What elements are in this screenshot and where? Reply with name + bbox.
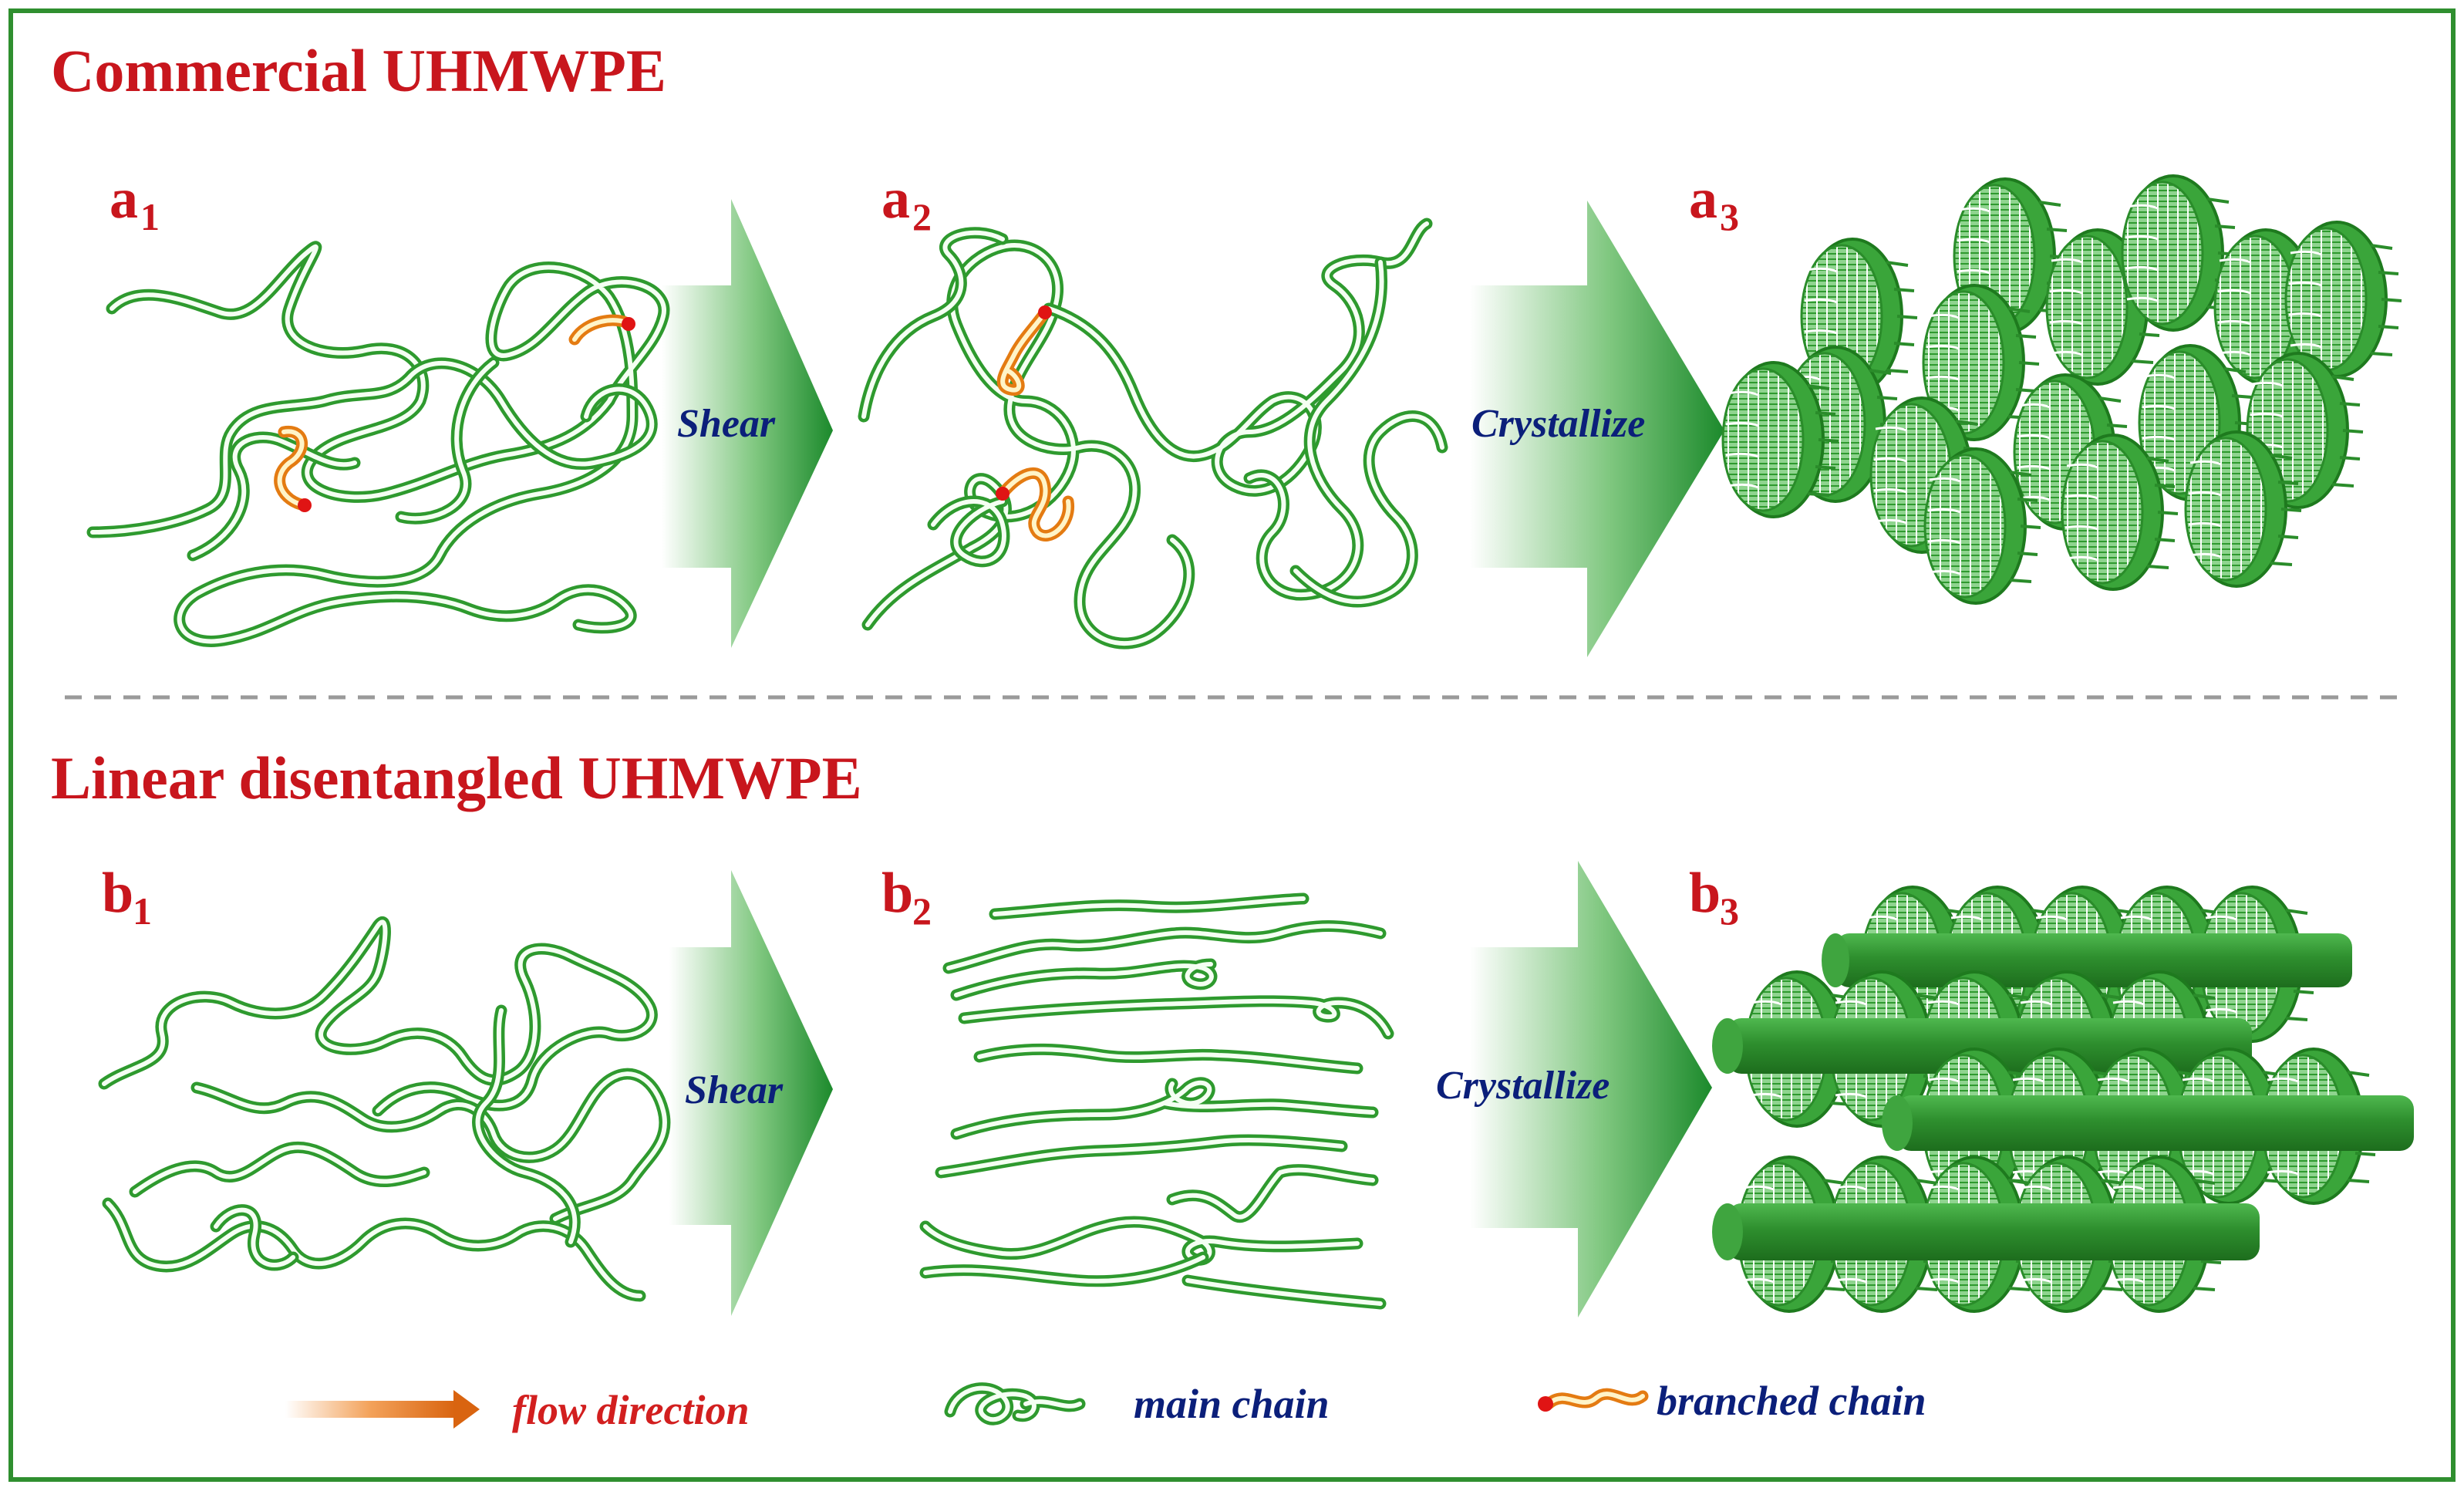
svg-text:a: a [881, 167, 910, 231]
panel-b3-shish-kebab [1712, 886, 2414, 1313]
panel-b1-chains [98, 916, 671, 1302]
panel-label-a3: a 3 [1689, 167, 1739, 238]
svg-text:3: 3 [1720, 889, 1739, 933]
svg-text:1: 1 [133, 889, 152, 933]
svg-text:2: 2 [912, 889, 932, 933]
svg-text:Shear: Shear [677, 402, 776, 446]
svg-text:b: b [102, 862, 133, 925]
svg-text:main chain: main chain [1134, 1381, 1330, 1427]
figure-frame [8, 8, 2456, 1482]
panel-label-b3: b 3 [1689, 862, 1739, 933]
legend-branched-chain: branched chain [1538, 1378, 1926, 1424]
arrow-shear-top: Shear [662, 199, 833, 648]
panel-b2-chains [919, 892, 1394, 1310]
panel-label-a1: a 1 [110, 167, 160, 238]
svg-text:branched chain: branched chain [1657, 1378, 1926, 1424]
arrow-crystallize-top: Crystallize [1470, 201, 1724, 657]
svg-text:a: a [110, 167, 138, 231]
panel-label-b1: b 1 [102, 862, 152, 933]
svg-text:b: b [881, 862, 913, 925]
legend-main-chain: main chain [944, 1381, 1330, 1427]
legend-flow-direction: flow direction [285, 1387, 750, 1433]
svg-text:b: b [1689, 862, 1721, 925]
svg-text:Crystallize: Crystallize [1436, 1064, 1610, 1108]
section-title-commercial: Commercial UHMWPE [51, 37, 666, 104]
svg-text:1: 1 [140, 195, 160, 238]
arrow-shear-bottom: Shear [669, 870, 833, 1316]
panel-a3-lamellae [1721, 174, 2403, 605]
panel-a1-chains [86, 241, 670, 647]
svg-text:Shear: Shear [685, 1068, 784, 1112]
svg-text:Crystallize: Crystallize [1471, 402, 1645, 446]
panel-a2-chains [858, 218, 1448, 649]
arrow-crystallize-bottom: Crystallize [1436, 861, 1712, 1317]
svg-text:flow direction: flow direction [512, 1387, 750, 1433]
svg-text:3: 3 [1720, 195, 1739, 238]
panel-label-a2: a 2 [881, 167, 932, 238]
panel-label-b2: b 2 [881, 862, 932, 933]
svg-text:2: 2 [912, 195, 932, 238]
section-title-linear: Linear disentangled UHMWPE [51, 744, 862, 811]
svg-text:a: a [1689, 167, 1717, 231]
